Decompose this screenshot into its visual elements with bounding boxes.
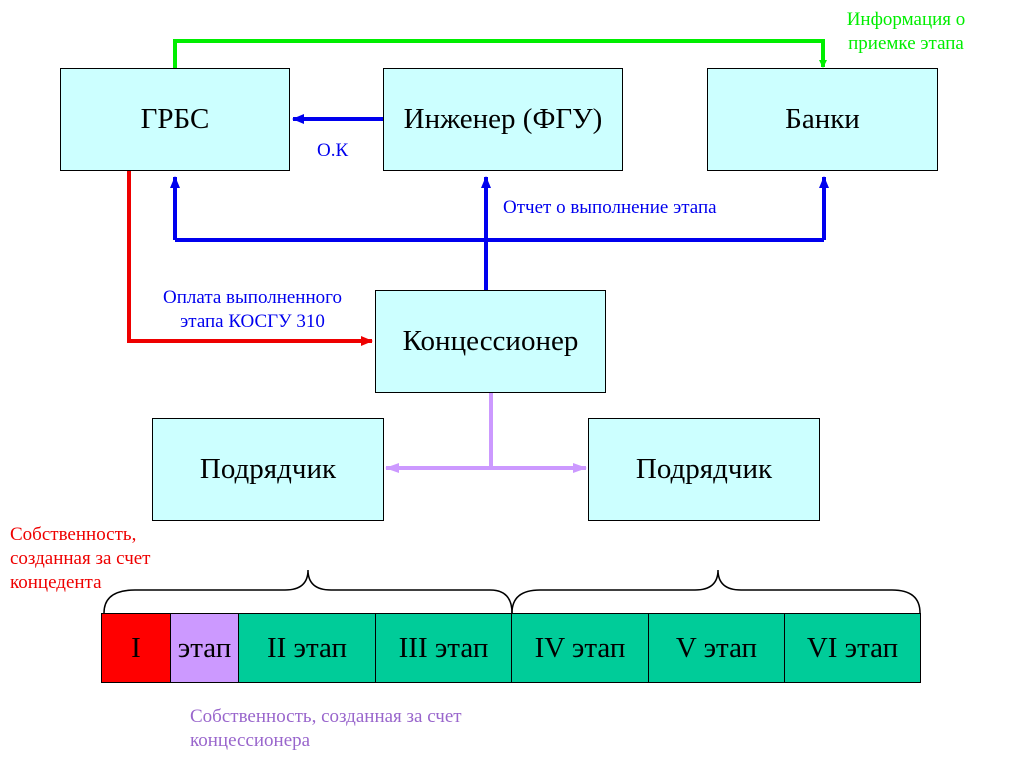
concessioner-property-label: Собственность, созданная за счет концесс…: [190, 706, 462, 751]
banks-box[interactable]: Банки: [707, 68, 938, 171]
stage-label: IV этап: [534, 631, 626, 664]
stage-cell[interactable]: VI этап: [784, 613, 921, 683]
grbs-box[interactable]: ГРБС: [60, 68, 290, 171]
grbs-label: ГРБС: [140, 103, 210, 135]
concessioner-brace: [511, 569, 921, 614]
stage-cell[interactable]: IV этап: [511, 613, 649, 683]
contractor-left-box[interactable]: Подрядчик: [152, 418, 384, 521]
concessioner-box[interactable]: Концессионер: [375, 290, 606, 393]
contractor-right-box[interactable]: Подрядчик: [588, 418, 820, 521]
contractor-left-label: Подрядчик: [199, 453, 337, 485]
concessioner-label: Концессионер: [402, 325, 579, 357]
payment-arrow: [127, 170, 373, 346]
report-label: Отчет о выполнение этапа: [503, 197, 717, 218]
stage-label: VI этап: [806, 631, 899, 664]
ok-label: О.К: [317, 140, 349, 161]
stage-label: II этап: [266, 631, 348, 664]
info-flow-arrow: [173, 39, 827, 68]
info-acceptance-label: Информация о приемке этапа: [846, 9, 966, 54]
stage-cell[interactable]: I: [101, 613, 171, 683]
stage-label: этап: [177, 631, 232, 664]
payment-label: Оплата выполненного этапа КОСГУ 310: [163, 287, 342, 332]
stage-cell[interactable]: этап: [170, 613, 239, 683]
contractor-right-label: Подрядчик: [635, 453, 773, 485]
engineer-label: Инженер (ФГУ): [403, 103, 603, 135]
engineer-box[interactable]: Инженер (ФГУ): [383, 68, 623, 171]
stage-label: III этап: [398, 631, 489, 664]
grantor-property-label: Собственность, созданная за счет концеде…: [10, 524, 151, 593]
stage-cell[interactable]: V этап: [648, 613, 785, 683]
banks-label: Банки: [785, 103, 860, 135]
stage-cell[interactable]: III этап: [375, 613, 512, 683]
stage-cell[interactable]: II этап: [238, 613, 376, 683]
stages-bar: I этап II этап III этап IV этап V этап V…: [101, 613, 921, 683]
stage-label: I: [131, 631, 141, 664]
stage-label: V этап: [675, 631, 758, 664]
grantor-brace: [103, 569, 513, 614]
